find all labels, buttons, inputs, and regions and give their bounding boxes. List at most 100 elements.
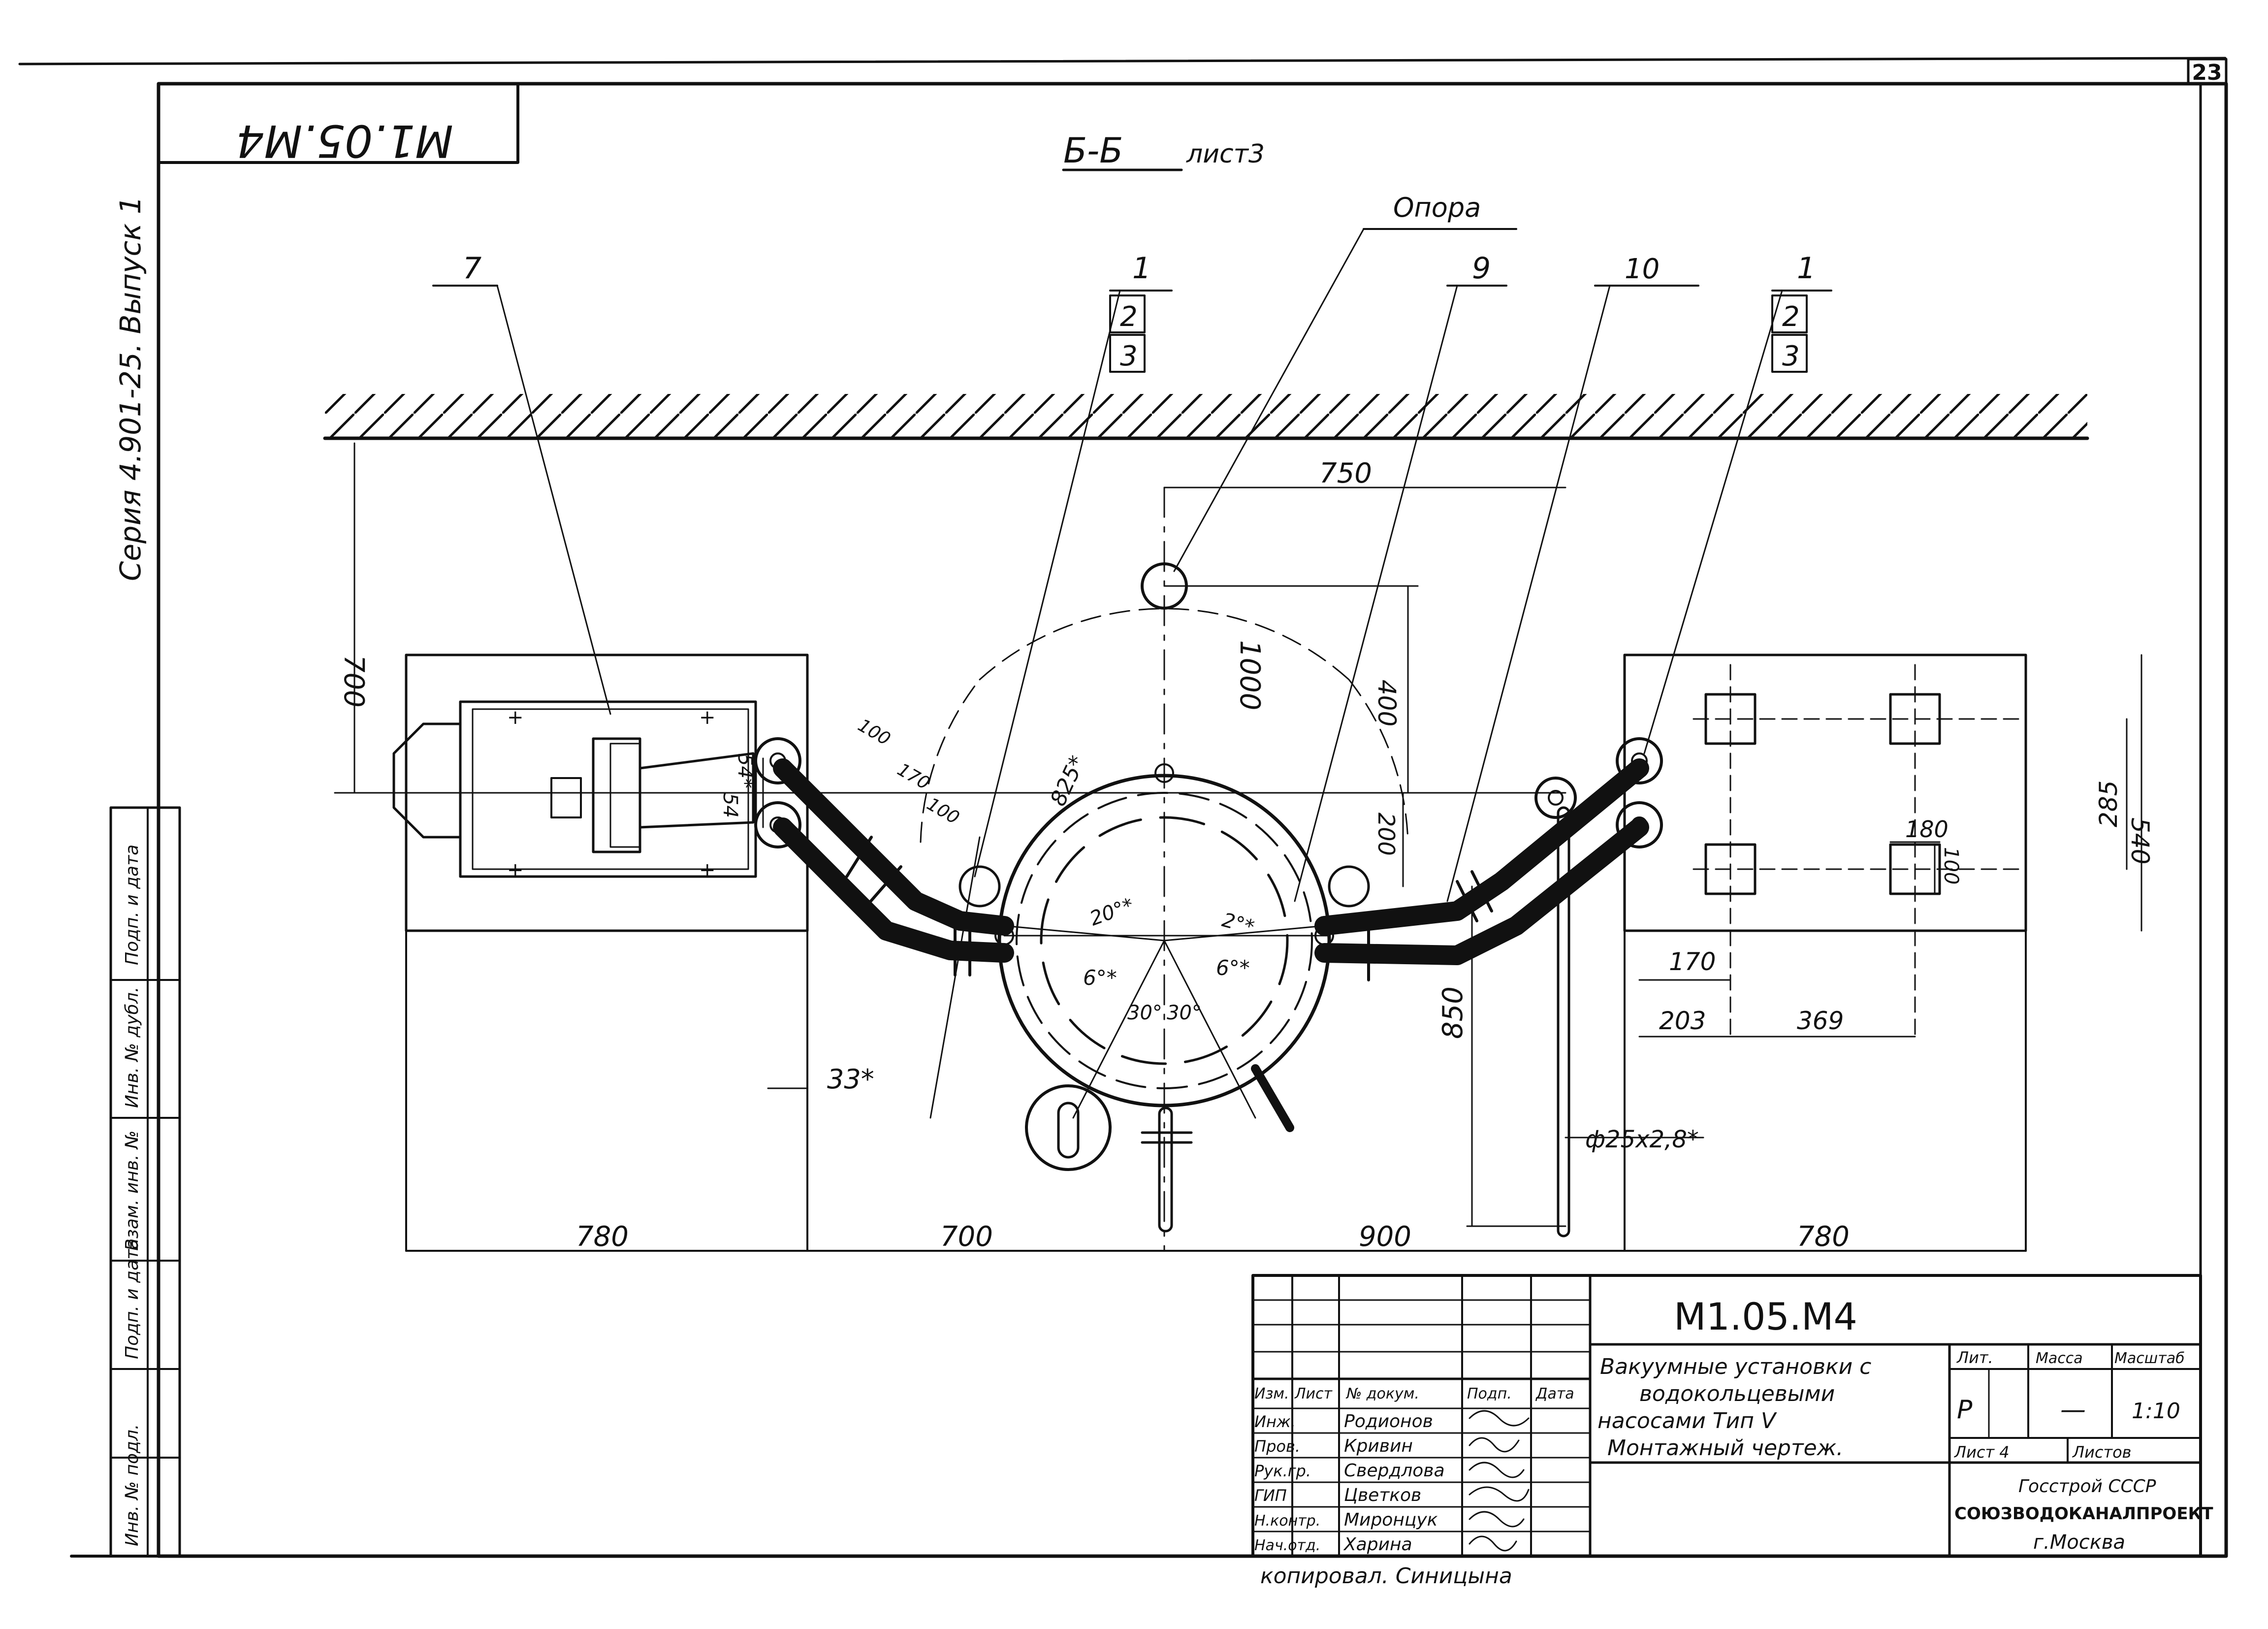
dim-100-right: 100	[1940, 847, 1962, 884]
callout-9: 9	[1472, 251, 1491, 286]
rotated-code-box: М1.05.М4	[157, 82, 519, 166]
ang-30b: 30°	[1167, 1002, 1202, 1024]
name-4: Цветков	[1344, 1485, 1421, 1505]
callout-10: 10	[1625, 253, 1660, 285]
side-field-4: Подп. и дата	[122, 1238, 142, 1359]
rotated-code: М1.05.М4	[236, 115, 453, 166]
scale-value: 1:10	[2132, 1399, 2180, 1424]
role-2: Пров.	[1254, 1437, 1300, 1456]
leader-lines	[432, 228, 1832, 902]
side-field-2: Инв. № дубл.	[122, 987, 142, 1108]
dim-400: 400	[1373, 680, 1401, 726]
left-platform	[405, 653, 809, 1252]
org-3: г.Москва	[2033, 1531, 2125, 1554]
dim-54a: 54*	[734, 753, 756, 788]
dimension-lines	[353, 442, 2142, 1252]
dimension-texts: 700 750 1000 400 200 850 285 540 180 100…	[338, 457, 2154, 1253]
dim-100b: 100	[924, 794, 963, 828]
page-number: 23	[2192, 60, 2222, 85]
dim-850: 850	[1437, 986, 1469, 1039]
role-5: Н.контр.	[1254, 1512, 1320, 1530]
name-2: Кривин	[1344, 1436, 1413, 1456]
hdr-podp: Подп.	[1467, 1385, 1512, 1402]
dim-1000: 1000	[1234, 640, 1266, 711]
dim-200: 200	[1373, 813, 1400, 856]
title-line-2: водокольцевыми	[1639, 1381, 1835, 1406]
hdr-data: Дата	[1535, 1385, 1574, 1402]
side-stamp-column: Подп. и дата Инв. № дубл. Взам. инв. № П…	[109, 806, 181, 1558]
left-pipeline	[754, 737, 1014, 977]
central-vessel	[920, 487, 1409, 1252]
title-line-3: насосами Тип V	[1597, 1408, 1777, 1434]
lit-value: Р	[1957, 1395, 1973, 1425]
role-4: ГИП	[1254, 1486, 1287, 1505]
svg-text:+: +	[507, 859, 524, 881]
name-5: Миронцук	[1344, 1510, 1438, 1530]
hdr-ndoc: № докум.	[1345, 1385, 1419, 1402]
svg-text:+: +	[699, 706, 716, 729]
section-sheet: лист3	[1186, 139, 1265, 169]
ang-20a: 20°*	[1087, 894, 1137, 930]
right-platform	[1623, 653, 2027, 1252]
sheets-label: Листов	[2072, 1443, 2132, 1462]
dim-bottom-900: 900	[1359, 1221, 1411, 1253]
role-6: Нач.отд.	[1254, 1537, 1320, 1554]
org-2: СОЮЗВОДОКАНАЛПРОЕКТ	[1954, 1504, 2213, 1524]
section-label: Б-Б	[1063, 130, 1123, 171]
right-pipeline	[1314, 737, 1663, 1238]
dim-540: 540	[2126, 817, 2154, 864]
mass-label: Масса	[2036, 1350, 2083, 1367]
dim-bottom-780b: 780	[1797, 1221, 1850, 1253]
dim-pipe: ф25х2,8*	[1585, 1126, 1699, 1153]
callout-7: 7	[463, 251, 481, 286]
title-line-1: Вакуумные установки с	[1600, 1354, 1871, 1379]
dim-369: 369	[1797, 1007, 1844, 1035]
dim-54b: 54	[719, 793, 741, 818]
dim-700-vertical: 700	[338, 655, 370, 708]
copied-by: копировал. Синицына	[1260, 1564, 1512, 1589]
ceiling-hatch	[323, 394, 2089, 440]
ang-6b: 6°*	[1216, 956, 1250, 980]
callout-support: Опора	[1393, 192, 1481, 223]
hdr-list: Лист	[1294, 1385, 1333, 1402]
callout-labels: 7 1 2 3 Опора 9 10 1 2 3	[463, 192, 1816, 372]
section-title: Б-Б лист3	[1062, 130, 1265, 171]
dim-33: 33*	[827, 1064, 874, 1095]
dim-bottom-700: 700	[940, 1221, 993, 1253]
title-block-code: М1.05.М4	[1674, 1295, 1857, 1338]
ang-6a: 6°*	[1083, 966, 1117, 990]
callout-2a: 2	[1120, 301, 1138, 333]
callout-2b: 2	[1782, 301, 1800, 333]
dim-170: 170	[1669, 947, 1716, 976]
lit-label: Лит.	[1956, 1348, 1993, 1367]
dim-100a: 100	[855, 715, 894, 749]
name-3: Свердлова	[1344, 1461, 1445, 1481]
side-series-text: Серия 4.901-25. Выпуск 1	[114, 196, 147, 581]
hdr-izm: Изм.	[1254, 1385, 1289, 1402]
svg-text:+: +	[507, 706, 524, 729]
title-block: М1.05.М4 Изм. Лист № докум. Подп. Дата И…	[1251, 1274, 2213, 1558]
dim-285: 285	[2094, 781, 2123, 827]
dim-170-left: 170	[894, 759, 933, 794]
name-1: Родионов	[1344, 1411, 1433, 1432]
callout-3b: 3	[1782, 340, 1800, 372]
dim-750: 750	[1319, 457, 1372, 489]
dim-180: 180	[1905, 816, 1949, 843]
callout-1b: 1	[1797, 251, 1816, 286]
sheet-frame	[18, 57, 2228, 1558]
ang-30a: 30°	[1127, 1002, 1162, 1024]
dim-203: 203	[1659, 1007, 1706, 1035]
svg-text:+: +	[699, 859, 716, 881]
signatures	[1469, 1410, 1530, 1552]
page-number-box: 23	[2187, 58, 2228, 85]
side-field-3: Взам. инв. №	[122, 1131, 142, 1251]
role-3: Рук.гр.	[1254, 1462, 1311, 1480]
dim-825: 825*	[1046, 752, 1090, 810]
title-line-4: Монтажный чертеж.	[1607, 1435, 1843, 1461]
motor-assembly: + + + +	[392, 700, 757, 881]
role-1: Инж.	[1254, 1412, 1296, 1431]
side-field-1: Подп. и дата	[122, 845, 142, 965]
callout-3a: 3	[1120, 340, 1138, 372]
callout-1a: 1	[1132, 251, 1151, 286]
